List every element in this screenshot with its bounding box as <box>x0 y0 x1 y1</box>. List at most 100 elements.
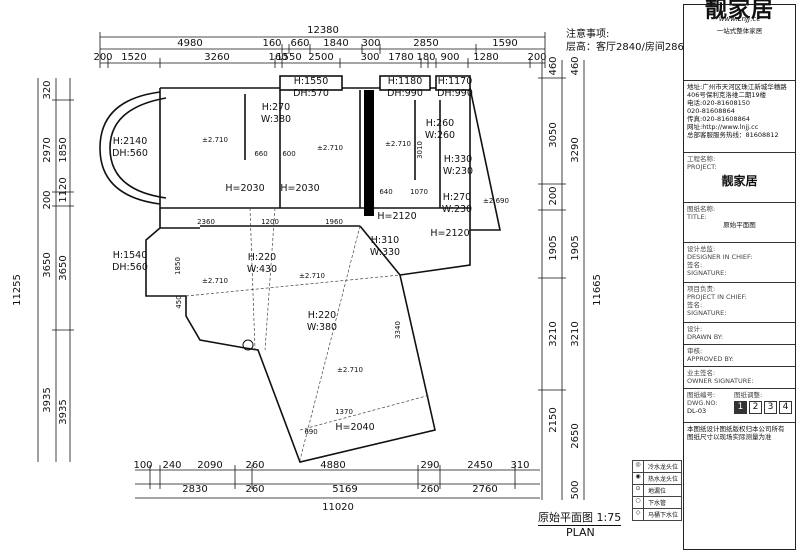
room-label: H:2140 <box>113 136 148 147</box>
room-sublabel: W:230 <box>442 204 472 215</box>
bottom-dimension: 2760 <box>472 484 497 495</box>
overall-right-dimension: 11665 <box>592 274 603 306</box>
owner-label: 业主签名: <box>687 369 716 377</box>
bottom-dimension: 5169 <box>332 484 357 495</box>
bottom-dimension: 290 <box>420 460 439 471</box>
tb-note-1: 本图纸设计图纸版权归本公司所有 <box>687 425 785 433</box>
sign2-label: 签名: <box>687 301 703 309</box>
plan-title-en: PLAN <box>566 526 595 539</box>
bottom-dimension: 2830 <box>182 484 207 495</box>
top-dimension: 200 <box>93 52 112 63</box>
top-dimension: 2850 <box>413 38 438 49</box>
design-label: 设计: <box>687 325 703 333</box>
dwgno-value: DL-03 <box>687 407 707 415</box>
right-dimension: 2150 <box>548 407 559 432</box>
floor-level: ±2.710 <box>385 140 411 148</box>
room-sublabel: W:230 <box>443 166 473 177</box>
project-name: 靓家居 <box>721 174 758 188</box>
legend-row: ◇ 马桶下水位 <box>632 509 682 521</box>
drawing-cell: 图纸名称: TITLE: 原始平面图 <box>684 203 795 243</box>
door-height-label: H=2120 <box>430 228 469 239</box>
right-dimension: 3050 <box>548 122 559 147</box>
right-dimension: 500 <box>570 480 581 499</box>
logo: 靓家居 www.LnJJ.cc 一站式整体家居 <box>684 0 795 81</box>
inner-dimension: 3340 <box>394 321 402 339</box>
left-dimension: 1120 <box>58 177 69 202</box>
left-dimension: 200 <box>42 190 53 209</box>
company-tel2: 020-81608864 <box>687 107 735 115</box>
legend-row: ◉热水龙头位 <box>632 473 682 485</box>
top-dimension: 1280 <box>473 52 498 63</box>
page-adjust-label: 图纸调整: <box>734 391 763 399</box>
room-label: H:1540 <box>113 250 148 261</box>
logo-slogan: 一站式整体家居 <box>716 27 763 35</box>
room-sublabel: DH:570 <box>293 88 329 99</box>
inner-dimension: 690 <box>304 428 317 436</box>
left-dimension: 3650 <box>42 252 53 277</box>
floor-level: ±2.710 <box>202 277 228 285</box>
check-cell: 审核: APPROVED BY: <box>684 345 795 367</box>
check-label-en: APPROVED BY: <box>687 355 734 363</box>
inner-dimension: 600 <box>282 150 295 158</box>
left-dimension: 3935 <box>42 387 53 412</box>
legend-text: 马桶下水位 <box>648 512 679 519</box>
right-dimension: 1905 <box>548 235 559 260</box>
top-dimension: 1550 <box>276 52 301 63</box>
room-label: H:1180 <box>388 76 423 87</box>
sign-label: 签名: <box>687 261 703 269</box>
legend: ◎冷水龙头位 ◉热水龙头位 ⊙地漏位 ○下水管 ◇马桶下水位 <box>632 460 682 521</box>
top-dimension: 1840 <box>323 38 348 49</box>
room-label: H:260 <box>426 118 454 129</box>
inner-dimension: 1370 <box>335 408 353 416</box>
project-cell: 工程名称: PROJECT: 靓家居 <box>684 153 795 203</box>
top-dimension: 660 <box>290 38 309 49</box>
sign-label-en: SIGNATURE: <box>687 269 727 277</box>
room-label: H:220 <box>248 252 276 263</box>
door-height-label: H=2030 <box>280 183 319 194</box>
bottom-dimension: 310 <box>510 460 529 471</box>
legend-symbol-icon: ◇ <box>633 509 644 520</box>
floor-level: ±2.710 <box>202 136 228 144</box>
legend-text: 热水龙头位 <box>648 476 679 483</box>
page-box: 2 <box>749 401 762 414</box>
company-fax: 传真:020-81608864 <box>687 115 751 123</box>
page-box: 1 <box>734 401 747 414</box>
overall-top-dimension: 12380 <box>307 25 339 36</box>
right-dimension: 460 <box>548 56 559 75</box>
page-box: 4 <box>779 401 792 414</box>
door-height-label: H=2030 <box>225 183 264 194</box>
bottom-dimension: 2450 <box>467 460 492 471</box>
right-dimension: 2650 <box>570 423 581 448</box>
room-sublabel: W:430 <box>247 264 277 275</box>
pm-label: 项目负责: <box>687 285 716 293</box>
room-sublabel: DH:560 <box>112 148 148 159</box>
overall-left-dimension: 11255 <box>12 274 23 306</box>
top-dimension: 300 <box>361 38 380 49</box>
design-cell: 设计: DRAWN BY: <box>684 323 795 345</box>
room-label: H:220 <box>308 310 336 321</box>
right-dimension: 460 <box>570 56 581 75</box>
legend-text: 地漏位 <box>648 488 667 495</box>
room-label: H:330 <box>444 154 472 165</box>
title-block: 靓家居 www.LnJJ.cc 一站式整体家居 地址:广州市天河区珠江新城华穗路… <box>683 0 796 550</box>
dwgno-cell: 图纸编号: DWG.NO: DL-03 图纸调整: 1 2 3 4 <box>684 389 795 423</box>
top-dimension: 1520 <box>121 52 146 63</box>
room-label: H:1170 <box>438 76 473 87</box>
door-height-label: H=2120 <box>377 211 416 222</box>
dwgno-label: 图纸编号: <box>687 391 716 399</box>
bottom-dimension: 260 <box>420 484 439 495</box>
room-sublabel: DH:560 <box>112 262 148 273</box>
company-address: 地址:广州市天河区珠江新城华穗路406号保利克洛维二期19楼 <box>687 83 787 99</box>
room-sublabel: DH:990 <box>437 88 473 99</box>
bottom-dimension: 2090 <box>197 460 222 471</box>
tb-note-2: 图纸尺寸以现场实际测量为准 <box>687 433 772 441</box>
left-dimension: 3935 <box>58 399 69 424</box>
pm-cell: 项目负责: PROJECT IN CHIEF: 签名: SIGNATURE: <box>684 283 795 323</box>
project-label: 工程名称: <box>687 155 716 163</box>
pm-label-en: PROJECT IN CHIEF: <box>687 293 747 301</box>
left-dimension: 3650 <box>58 255 69 280</box>
company-info: 地址:广州市天河区珠江新城华穗路406号保利克洛维二期19楼 电话:020-81… <box>684 81 795 153</box>
drawing-label-en: TITLE: <box>687 213 707 221</box>
room-label: H:1550 <box>294 76 329 87</box>
